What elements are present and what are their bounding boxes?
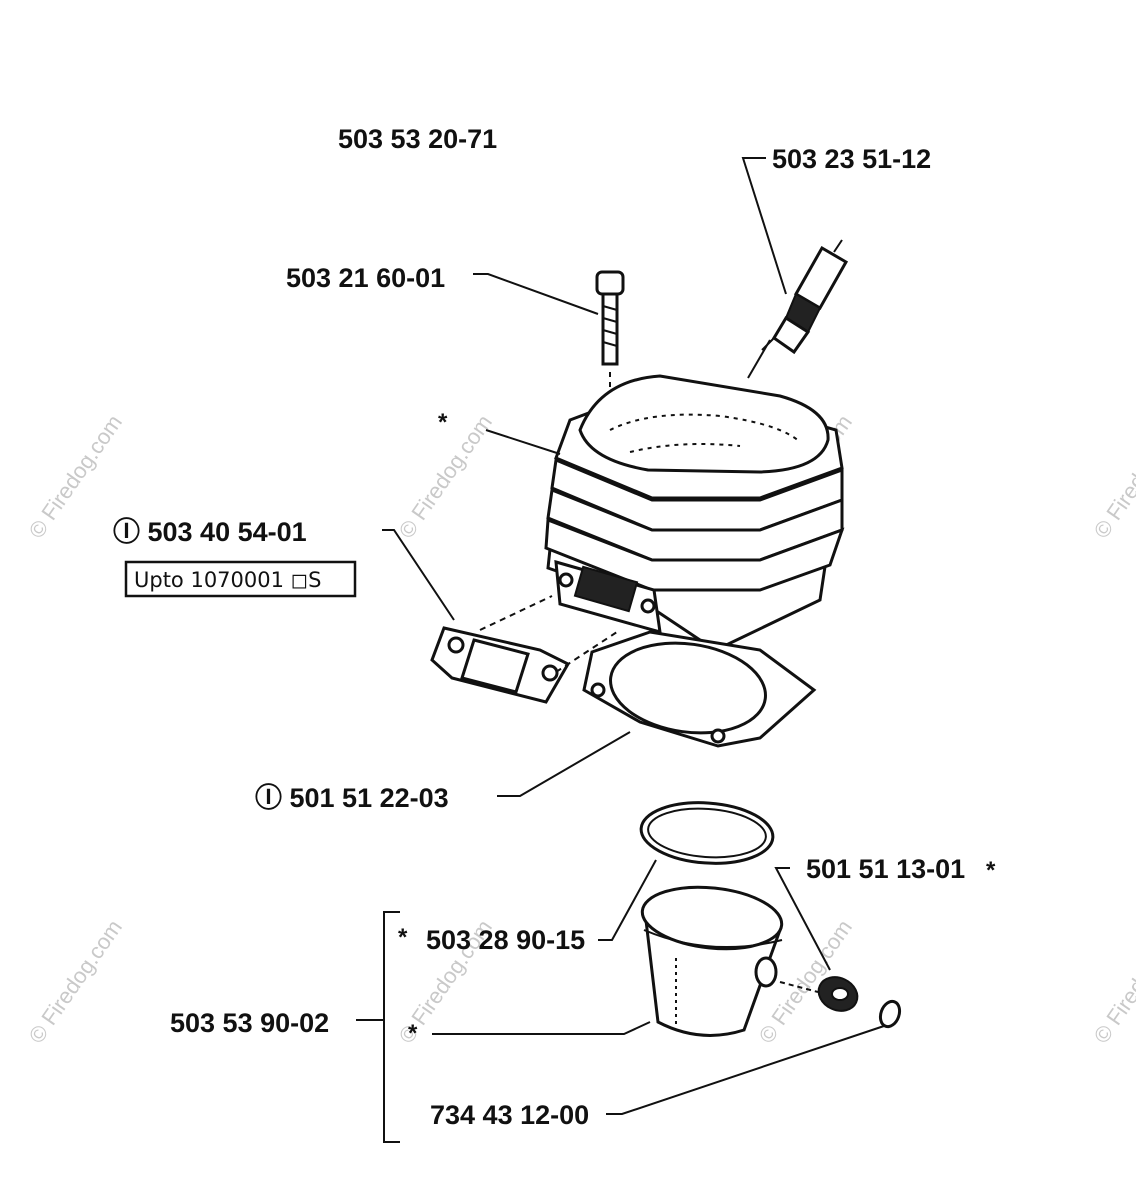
needle-bearing-drawing <box>779 976 859 1012</box>
leader-piston <box>432 1021 651 1035</box>
leader-circlip <box>606 1025 885 1115</box>
piston-ring-star: * <box>398 924 408 951</box>
base-gasket-part-number: Ⓘ 501 51 22-03 <box>255 782 449 813</box>
needle-bearing-star: * <box>986 857 996 884</box>
watermark: © Firedog.com <box>24 410 127 543</box>
piston-drawing <box>640 885 784 1037</box>
leader-spark-plug <box>741 157 787 295</box>
watermark: © Firedog.com <box>1089 915 1136 1048</box>
watermark: © Firedog.com <box>24 915 127 1048</box>
serial-note-text: Upto 1070001 ◻S <box>134 568 321 592</box>
screw-drawing <box>595 270 625 388</box>
leader-lines <box>356 157 885 1143</box>
needle-bearing-part-number: 501 51 13-01 <box>806 854 965 884</box>
exhaust-gasket-part-number: Ⓘ 503 40 54-01 <box>113 516 307 547</box>
serial-note-box: Upto 1070001 ◻S <box>124 560 357 598</box>
spark-plug-part-number: 503 23 51-12 <box>772 144 931 174</box>
base-gasket-drawing <box>582 630 817 748</box>
leader-cylinder <box>485 429 561 455</box>
assembly-part-number: 503 53 20-71 <box>338 124 497 154</box>
part-labels: 503 53 20-71 503 23 51-12 503 21 60-01 *… <box>113 124 996 1130</box>
cylinder-drawing <box>544 374 845 653</box>
screw-part-number: 503 21 60-01 <box>286 263 445 293</box>
cylinder-star: * <box>438 409 448 436</box>
piston-ring-part-number: 503 28 90-15 <box>426 925 585 955</box>
piston-ring-drawing <box>639 801 775 865</box>
exhaust-gasket-drawing <box>430 595 621 704</box>
spark-plug-drawing <box>761 239 849 355</box>
leader-base-gasket <box>497 731 631 797</box>
piston-kit-bracket <box>383 911 400 1143</box>
leader-needle-bearing <box>774 867 831 971</box>
watermark: © Firedog.com <box>1089 410 1136 543</box>
leader-spark-plug-lower <box>747 339 771 379</box>
leader-screw <box>473 273 599 315</box>
circlip-drawing <box>878 999 902 1029</box>
leader-piston-ring <box>598 859 657 941</box>
circlip-part-number: 734 43 12-00 <box>430 1100 589 1130</box>
leader-exhaust-gasket <box>382 529 455 621</box>
piston-kit-part-number: 503 53 90-02 <box>170 1008 329 1038</box>
piston-star: * <box>408 1020 418 1047</box>
